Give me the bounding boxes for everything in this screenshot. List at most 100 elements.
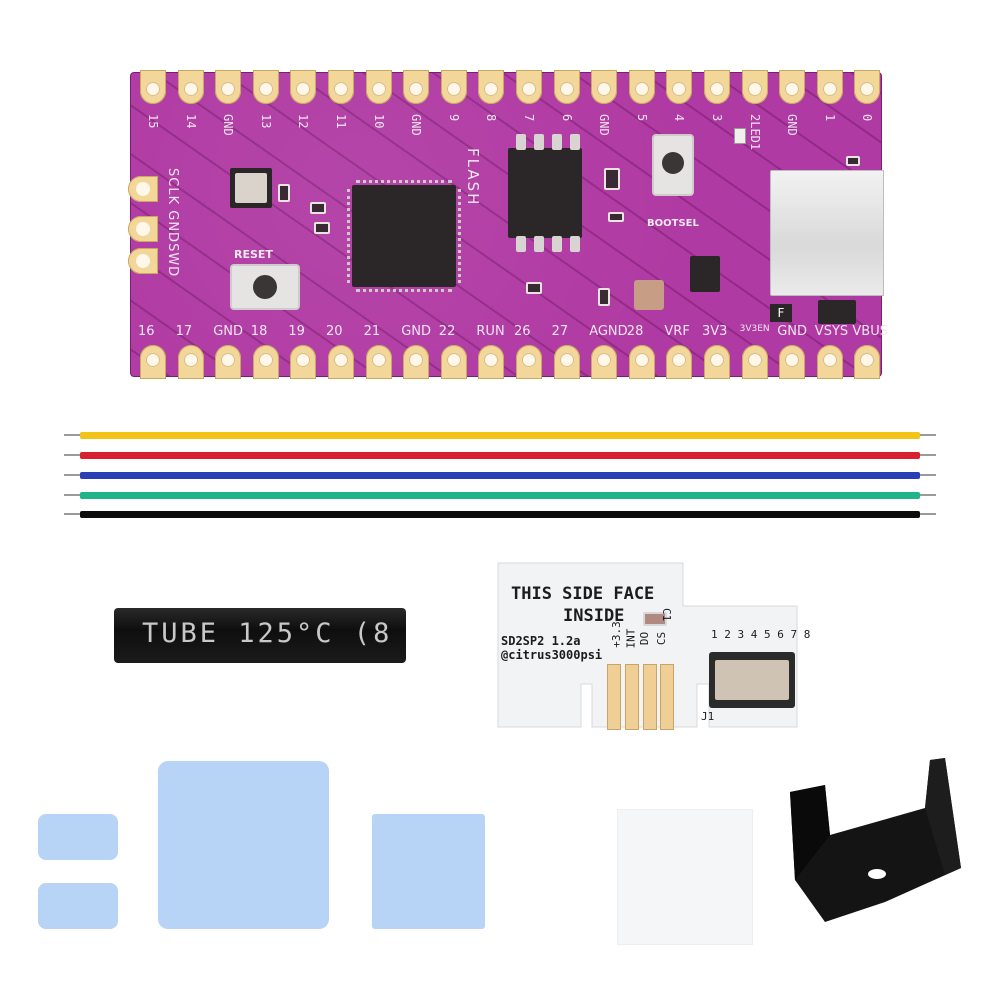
gold-finger-3v3 [607,664,621,730]
connector-label: J1 [701,710,715,723]
crystal-oscillator [230,168,272,208]
pin-label-top: 2LED1 [747,114,762,151]
pin-label-top: 0 [860,114,875,122]
pin-pad-top [365,70,392,104]
pin-pad-bottom [140,345,166,379]
wire-tip-right [920,454,936,456]
pin-label-bottom: AGND [589,324,628,339]
reset-button[interactable] [230,264,300,310]
pin-label-bottom: 17 [175,324,193,339]
label-swd: SWD [165,243,180,278]
pin-label-bottom: 22 [438,324,456,339]
pin-pad-bottom [177,345,204,379]
pin-pad-top [779,70,806,104]
wire-tip-right [920,513,936,515]
smd-component [608,212,624,222]
pin-label-bottom: 26 [514,324,531,339]
heat-shrink-tube: TUBE 125°C (8 [114,608,406,663]
smd-component [598,288,610,306]
reset-label: RESET [234,248,273,261]
pin-label-top: 10 [371,114,386,129]
pin-label-top: 6 [559,114,574,122]
bootsel-button[interactable] [652,134,694,196]
pin-pad-bottom [666,345,693,379]
sd2sp2-adapter: THIS SIDE FACE INSIDE C1 SD2SP2 1.2a @ci… [497,562,810,730]
reset-button-cap [253,275,277,299]
pin-pad-bottom [779,345,806,379]
bootsel-button-cap [662,152,684,174]
wire-tip-left [64,513,80,515]
connector-pin-numbers: 1 2 3 4 5 6 7 8 [711,628,811,641]
pin-label-top: 1 [822,114,837,122]
wire-tip-right [920,434,936,436]
rp2040-mcu-chip [347,180,461,292]
wire-red [80,452,920,459]
thermal-pad-small-1 [38,814,118,860]
clear-film [617,809,753,945]
pin-pad-top [591,70,618,104]
gold-finger-cs [660,664,674,730]
pin-label-bottom: 18 [250,324,268,339]
pin-pad-top [478,70,505,104]
pin-label-top: GND [785,114,800,136]
thermal-pad-small-2 [38,883,118,929]
pin-label-top: 13 [258,114,273,129]
pin-label-top: 3 [710,114,724,122]
pin-pad-bottom [854,345,881,379]
thermal-pad-large [158,761,329,929]
ffc-connector[interactable] [709,652,795,708]
finger-label-3v3: +3.3 [609,621,623,648]
pin-label-top: 7 [522,114,536,122]
pin-label-top: 8 [484,114,499,122]
pin-label-top: 9 [446,114,461,122]
wire-tip-right [920,474,936,476]
diode [818,300,856,324]
smd-component [526,282,542,294]
pin-label-bottom: GND [401,324,431,339]
wire-tip-left [64,454,80,456]
pin-pad-top [252,70,279,104]
wire-tip-left [64,474,80,476]
pin-pad-top [553,70,580,104]
pin-pad-top [215,70,242,104]
pin-label-bottom: GND [777,324,807,339]
pin-pad-bottom [816,345,843,379]
pin-pad-bottom [365,345,392,379]
pin-label-bottom: RUN [476,324,505,339]
pin-pad-top [704,70,730,104]
pin-pad-top [403,70,430,104]
adapter-line1: THIS SIDE FACE [511,584,655,604]
adapter-author: @citrus3000psi [501,648,603,662]
wire-tip-left [64,434,80,436]
pin-pad-bottom [553,345,580,379]
pin-label-bottom: GND [213,324,243,339]
pin-label-bottom: VBUS [852,324,888,339]
pin-pad-top [741,70,768,104]
thermal-pad-medium [372,814,485,929]
pin-label-top: GND [409,114,424,136]
adapter-line2: INSIDE [563,606,625,626]
label-gnd: GND [165,210,180,244]
capacitor-label: C1 [660,608,673,622]
pin-label-top: GND [221,114,236,136]
flash-label: FLASH [464,148,482,207]
debug-pad-swd [128,248,158,274]
pin-pad-top [290,70,317,104]
pin-label-bottom: 21 [363,324,381,339]
smd-component [604,168,620,190]
pin-pad-top [516,70,542,104]
pin-label-bottom: 19 [288,324,305,339]
pin-label-bottom: 27 [551,324,569,339]
flash-memory-chip [508,148,582,238]
pin-label-bottom: 16 [138,324,155,339]
pin-pad-bottom [440,345,467,379]
usb-c-port[interactable] [770,170,884,296]
wire-black [80,511,920,518]
black-stand [790,758,961,922]
pin-pad-bottom [215,345,242,379]
pin-label-bottom: VRF [664,324,690,339]
pin-pad-top [628,70,655,104]
wire-yellow [80,432,920,439]
tube-print: TUBE 125°C (8 [142,618,393,649]
